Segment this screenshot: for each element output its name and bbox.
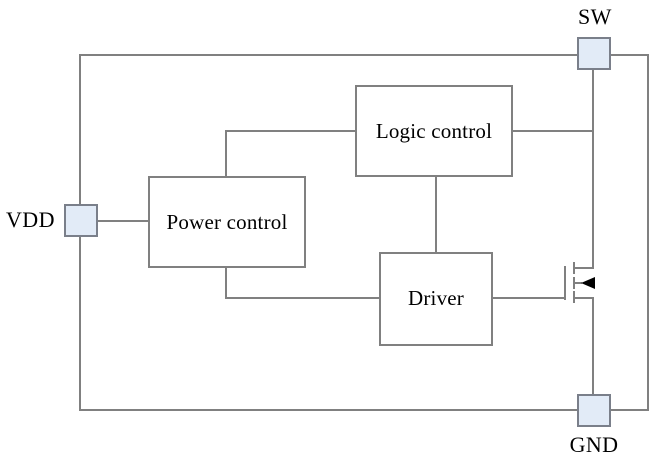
logic-control-label: Logic control: [375, 119, 493, 143]
wire-frame-right: [609, 54, 649, 411]
power-control-label: Power control: [166, 210, 288, 234]
wire-mosfet-source-to-gnd: [573, 297, 594, 396]
internal-wires: [96, 68, 594, 396]
gnd-pad[interactable]: [577, 394, 611, 427]
vdd-pad-label: VDD: [6, 207, 55, 232]
sw-pad-label: SW: [578, 4, 612, 29]
mosfet-arrow-icon: [581, 277, 595, 289]
power-control-block[interactable]: [148, 176, 306, 268]
logic-control-block[interactable]: [355, 85, 513, 177]
function-blocks: [148, 85, 513, 346]
mosfet-symbol: [564, 262, 595, 303]
wire-sw-to-mosfet-drain: [573, 68, 594, 269]
driver-block[interactable]: [379, 252, 493, 346]
sw-pad[interactable]: [577, 37, 611, 70]
vdd-pad[interactable]: [64, 204, 98, 237]
driver-label: Driver: [407, 286, 464, 310]
wire-power-control-to-logic-control: [225, 130, 357, 178]
wire-power-control-to-driver: [225, 266, 381, 299]
io-pads: [64, 37, 611, 427]
gnd-pad-label: GND: [569, 432, 619, 457]
